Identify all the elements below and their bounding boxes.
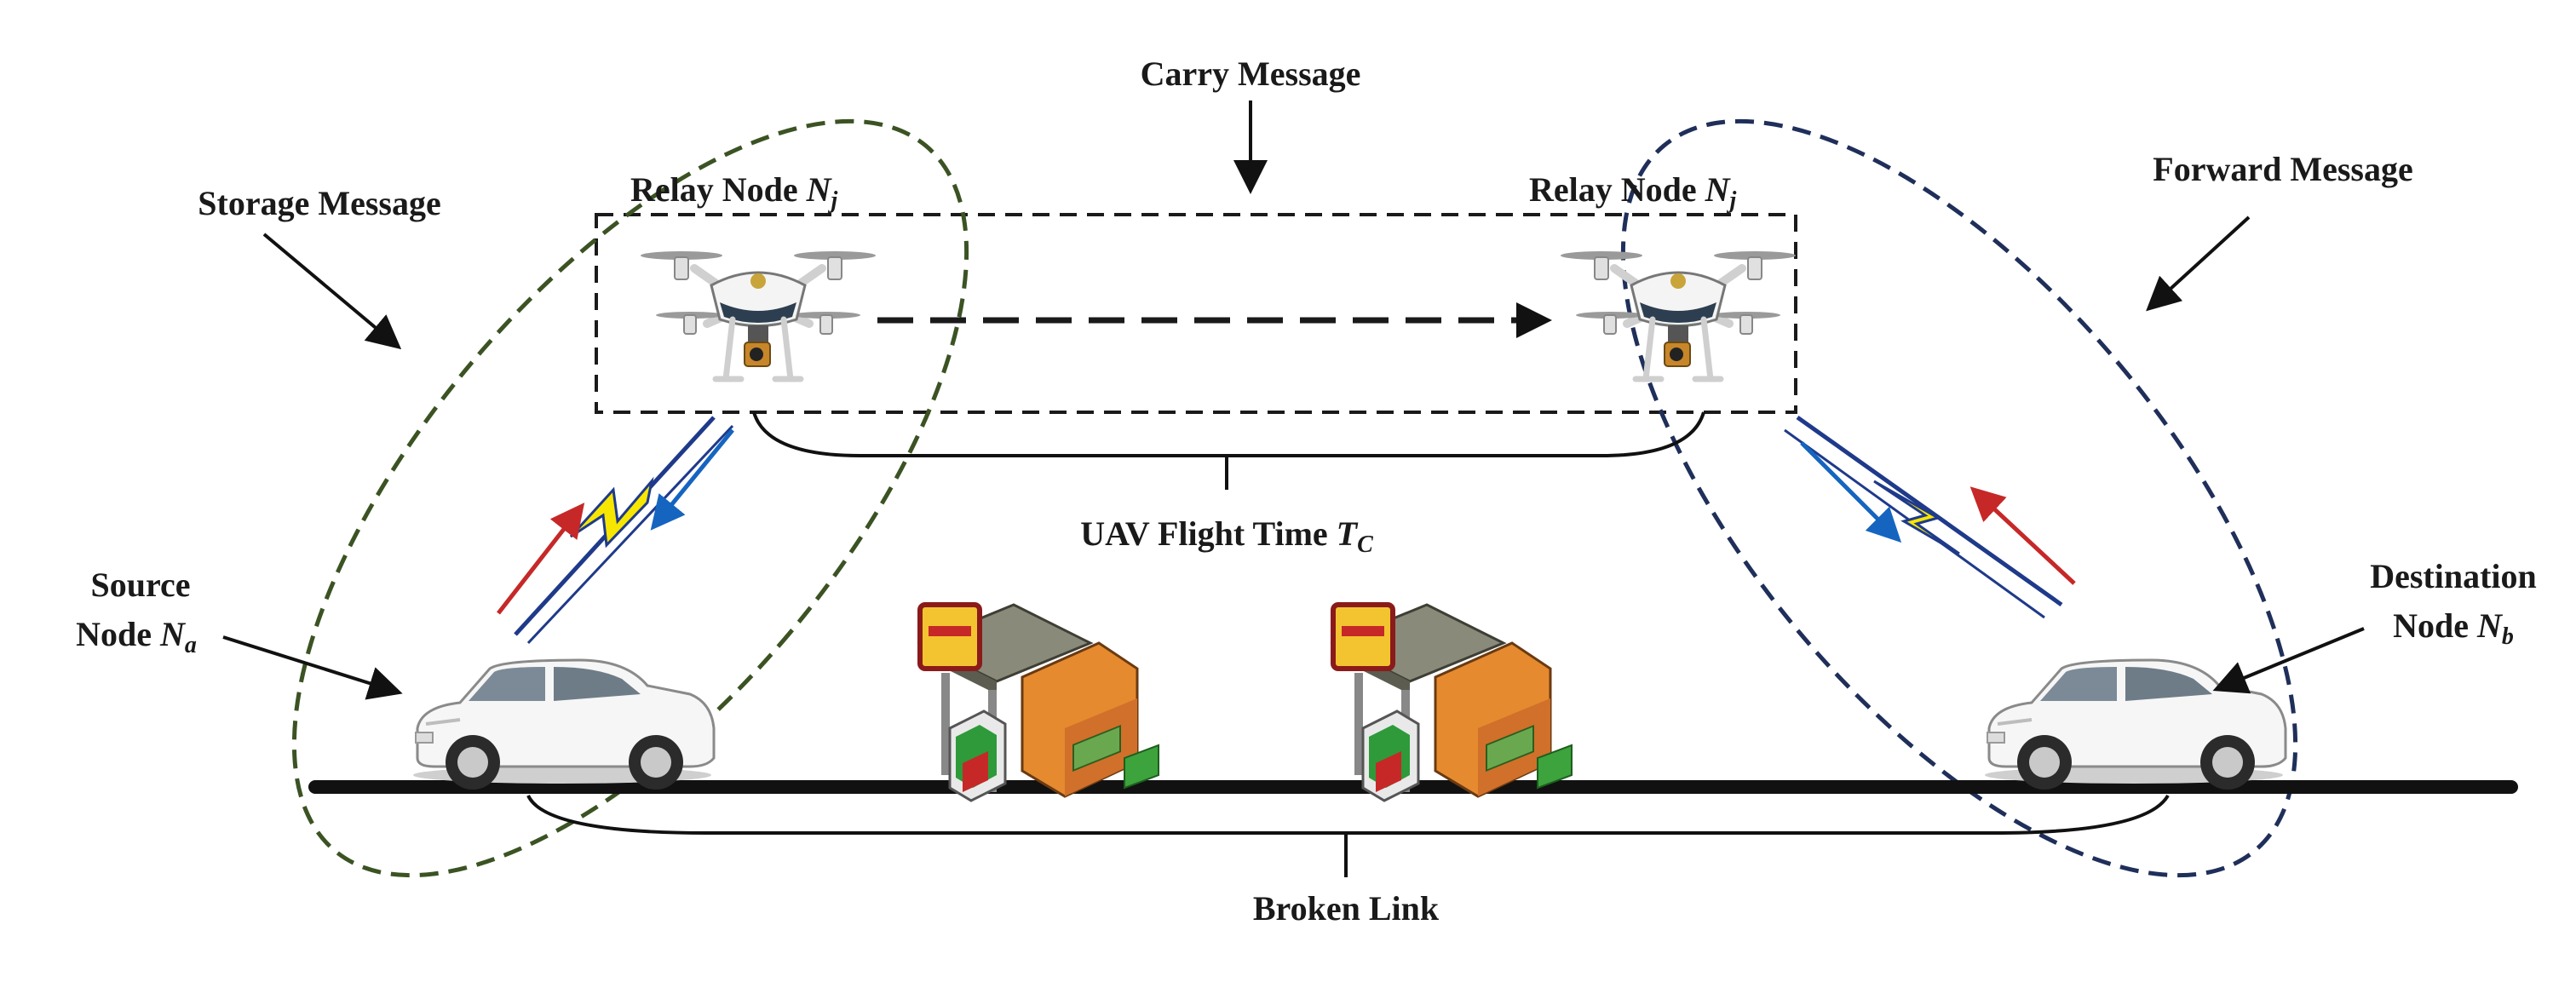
uplink-arrow — [1969, 486, 2076, 585]
uav-flight-time-label: UAV Flight Time TC — [1080, 514, 1373, 558]
broken-link-brace — [526, 794, 2170, 877]
source-wireless-link — [497, 416, 734, 645]
storage-message-arrow — [262, 233, 402, 350]
downlink-arrow — [650, 428, 734, 531]
uplink-arrow — [497, 503, 585, 615]
source-node-label-line1: Source — [90, 566, 190, 604]
downlink-arrow — [1800, 441, 1902, 543]
destination-node-label-line2: Node Nb — [2393, 606, 2514, 650]
relay-node-left-label: Relay Node Nj — [630, 170, 838, 214]
drone-icon — [641, 251, 876, 379]
destination-node-arrow — [2212, 627, 2365, 694]
carry-message-label: Carry Message — [1141, 55, 1361, 93]
forward-message-arrow — [2146, 215, 2251, 312]
drone-icon — [1561, 251, 1796, 379]
lightning-bolt-icon — [569, 476, 654, 549]
gas-station-icon — [920, 605, 1159, 801]
destination-wireless-link — [1784, 415, 2076, 619]
forward-message-label: Forward Message — [2153, 150, 2412, 188]
broken-link-label: Broken Link — [1253, 889, 1440, 928]
relay-frame — [595, 213, 1797, 414]
forward-message-region — [1620, 118, 2298, 878]
source-car-icon — [411, 658, 716, 791]
source-node-label-line2: Node Na — [76, 615, 197, 658]
uav-flight-time-brace — [752, 411, 1705, 490]
gas-station-icon — [1333, 605, 1572, 801]
source-node-arrow — [222, 635, 403, 700]
storage-message-label: Storage Message — [198, 184, 440, 222]
storage-message-region — [291, 118, 969, 878]
destination-node-label-line1: Destination — [2370, 557, 2537, 595]
lightning-bolt-icon — [1873, 480, 1960, 555]
relay-node-right-label: Relay Node Nj — [1529, 170, 1737, 214]
